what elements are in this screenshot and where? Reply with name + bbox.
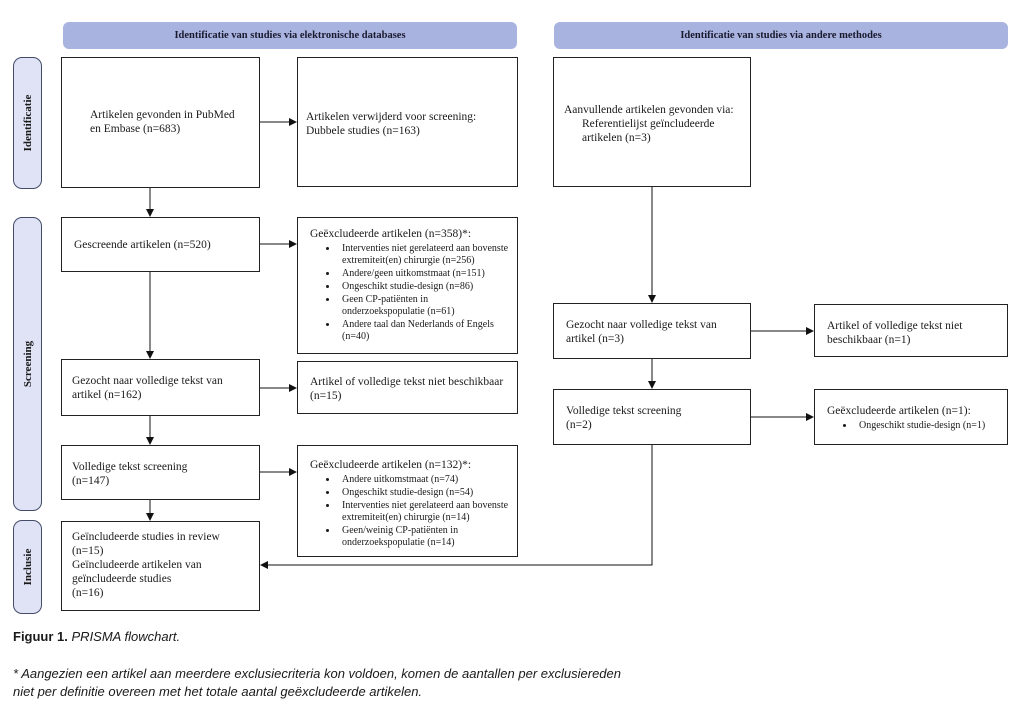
caption-text: PRISMA flowchart. [71,629,181,644]
box-full-text-screening: Volledige tekst screening (n=147) [61,445,260,500]
caption-label: Figuur 1. [13,629,68,644]
box-other-not-available: Artikel of volledige tekst niet beschikb… [814,304,1008,357]
stage-identification: Identificatie [13,57,42,189]
other-excluded-item: Ongeschikt studie-design (n=1) [855,420,1001,432]
box-screened-articles: Gescreende artikelen (n=520) [61,217,260,272]
footnote: * Aangezien een artikel aan meerdere exc… [13,666,621,699]
excluded2-item: Geen/weinig CP-patiënten in onderzoekspo… [338,525,511,549]
figure-caption: Figuur 1. PRISMA flowchart. [13,629,180,644]
excluded1-title: Geëxcludeerde artikelen (n=358)*: [310,228,472,240]
excluded1-item: Geen CP-patiënten in onderzoekspopulatie… [338,294,511,318]
box-included-studies: Geïncludeerde studies in review (n=15) G… [61,521,260,611]
box-other-not-available-text: Artikel of volledige tekst niet beschikb… [827,320,963,346]
excluded2-item: Ongeschikt studie-design (n=54) [338,487,511,499]
stage-screening: Screening [13,217,42,511]
box-screened-text: Gescreende artikelen (n=520) [74,239,211,251]
stage-inclusion: Inclusie [13,520,42,614]
excluded1-item: Interventies niet gerelateerd aan bovens… [338,243,511,267]
excluded2-title: Geëxcludeerde artikelen (n=132)*: [310,459,472,471]
excluded1-item: Andere/geen uitkomstmaat (n=151) [338,268,511,280]
box-removed-before-screening: Artikelen verwijderd voor screening: Dub… [297,57,518,187]
box-excluded-full-text: Geëxcludeerde artikelen (n=132)*: Andere… [297,445,518,557]
box-other-articles-found: Aanvullende artikelen gevonden via: Refe… [553,57,751,187]
box-excluded-screening: Geëxcludeerde artikelen (n=358)*: Interv… [297,217,518,354]
box-articles-found: Artikelen gevonden in PubMed en Embase (… [61,57,260,188]
excluded1-list: Interventies niet gerelateerd aan bovens… [310,243,511,343]
box-fulltext-text: Volledige tekst screening (n=147) [72,461,188,487]
box-other-found-title: Aanvullende artikelen gevonden via: [564,104,734,116]
box-articles-found-text: Artikelen gevonden in PubMed en Embase (… [90,109,235,135]
box-other-sought: Gezocht naar volledige tekst van artikel… [553,303,751,359]
box-other-fulltext-text: Volledige tekst screening (n=2) [566,405,682,431]
box-other-found-sub: Referentielijst geïncludeerde artikelen … [582,118,715,144]
header-other-methods: Identificatie van studies via andere met… [554,22,1008,49]
excluded1-item: Andere taal dan Nederlands of Engels (n=… [338,319,511,343]
box-included-text: Geïncludeerde studies in review (n=15) G… [72,531,220,599]
excluded1-item: Ongeschikt studie-design (n=86) [338,281,511,293]
box-sought-text: Gezocht naar volledige tekst van artikel… [72,375,223,401]
box-other-excluded: Geëxcludeerde artikelen (n=1): Ongeschik… [814,389,1008,445]
excluded2-list: Andere uitkomstmaat (n=74) Ongeschikt st… [310,474,511,549]
box-not-available-text: Artikel of volledige tekst niet beschikb… [310,376,504,402]
box-other-sought-text: Gezocht naar volledige tekst van artikel… [566,319,717,345]
box-other-full-text-screening: Volledige tekst screening (n=2) [553,389,751,445]
box-not-available: Artikel of volledige tekst niet beschikb… [297,361,518,414]
excluded2-item: Interventies niet gerelateerd aan bovens… [338,500,511,524]
box-removed-text: Artikelen verwijderd voor screening: Dub… [306,111,477,137]
header-databases: Identificatie van studies via elektronis… [63,22,517,49]
box-sought-full-text: Gezocht naar volledige tekst van artikel… [61,359,260,416]
other-excluded-list: Ongeschikt studie-design (n=1) [827,420,1001,432]
excluded2-item: Andere uitkomstmaat (n=74) [338,474,511,486]
arrow-other-fulltext-to-included [260,445,653,569]
other-excluded-title: Geëxcludeerde artikelen (n=1): [827,405,971,417]
